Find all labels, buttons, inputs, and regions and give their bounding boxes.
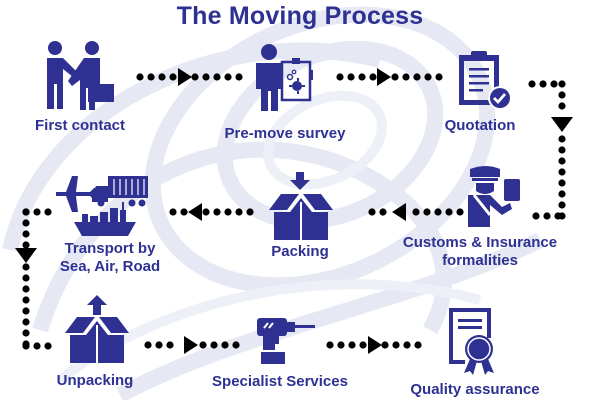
arrow-head-down [15,248,37,263]
arrow-head-right [178,68,192,86]
step-label-customs-line1: Customs & Insurance [402,234,558,251]
clipboard-check-icon [459,51,512,110]
step-label-transport-line2: Sea, Air, Road [59,258,161,275]
step-label-transport: Transport by Sea, Air, Road [40,240,180,276]
arrow-head-down [551,117,573,132]
step-label-transport-line1: Transport by [64,240,156,257]
drill-icon [257,318,315,364]
handshake-icon [47,41,114,110]
step-label-unpacking: Unpacking [56,372,134,389]
arrow-head-left [392,203,406,221]
step-label-packing: Packing [271,243,329,260]
box-out-icon [65,295,129,363]
customs-officer-icon [468,166,520,227]
step-label-first-contact: First contact [34,117,125,134]
step-label-pre-move-survey: Pre-move survey [224,125,346,142]
certificate-icon [449,308,494,375]
arrow-head-left [188,203,202,221]
arrow-head-right [377,68,391,86]
step-label-customs-insurance: Customs & Insurance formalities [390,234,570,270]
diagram-title: The Moving Process [176,2,424,30]
arrow-head-right [368,336,382,354]
step-label-quotation: Quotation [444,117,516,134]
plane-truck-ship-icon [56,176,148,236]
box-in-icon [269,172,333,240]
arrow-head-right [184,336,198,354]
step-label-quality-assurance: Quality assurance [410,381,540,398]
step-label-customs-line2: formalities [442,252,518,269]
surveyor-clipboard-icon [256,44,313,111]
step-label-specialist-services: Specialist Services [212,373,348,390]
